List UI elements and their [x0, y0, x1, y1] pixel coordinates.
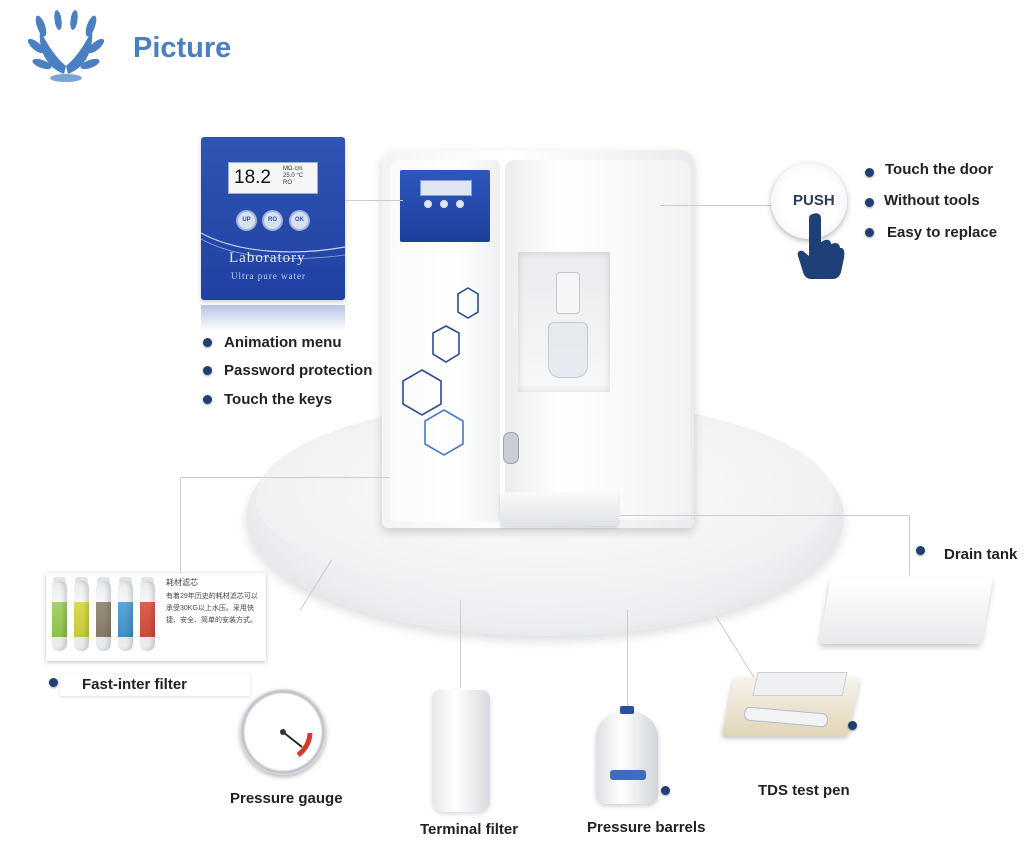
- feature-without-tools: Without tools: [884, 192, 980, 209]
- leader-line: [345, 200, 403, 201]
- panel-tagline: Ultra pure water: [231, 271, 306, 281]
- label-fast-inter-filter: Fast-inter filter: [82, 676, 188, 693]
- panel-button-ro: RO: [262, 210, 283, 231]
- label-pressure-barrels: Pressure barrels: [587, 819, 706, 836]
- leader-line: [660, 205, 772, 206]
- leader-line: [620, 515, 910, 516]
- page-title: Picture: [133, 32, 232, 64]
- pointing-hand-icon: [797, 213, 845, 279]
- label-tds-test-pen: TDS test pen: [758, 782, 850, 799]
- bullet-dot-icon: [203, 395, 212, 404]
- gauge-dial-icon: [280, 729, 313, 758]
- bullet-dot-icon: [203, 366, 212, 375]
- feature-touch-door: Touch the door: [885, 161, 994, 178]
- feature-easy-replace: Easy to replace: [887, 224, 998, 241]
- laurel-wreath-icon: [28, 10, 104, 82]
- tds-pen-box-lid: [752, 672, 848, 696]
- terminal-filter-image: [432, 690, 490, 812]
- lcd-unit-line: MΩ·cm 25.0 °C RO: [283, 166, 304, 186]
- drain-tank-image: [819, 578, 993, 644]
- fast-inter-filter-label-bar: [60, 674, 250, 696]
- panel-button-up: UP: [236, 210, 257, 231]
- filter-cartridge: [74, 581, 89, 651]
- machine-control-screen: [400, 170, 490, 242]
- panel-button-ok: OK: [289, 210, 310, 231]
- bullet-dot-icon: [865, 168, 874, 177]
- drip-tray: [500, 492, 618, 526]
- panel-swoosh-icon: [201, 232, 345, 259]
- barrel-cap: [620, 706, 634, 714]
- bullet-dot-icon: [203, 338, 212, 347]
- barrel-label: [610, 770, 646, 780]
- leader-line: [180, 477, 181, 573]
- bullet-dot-icon: [49, 678, 58, 687]
- feature-touch-keys: Touch the keys: [224, 391, 333, 408]
- filter-cartridge: [140, 581, 155, 651]
- pressure-barrel-image: [596, 712, 658, 804]
- lcd-resistivity-value: 18.2: [234, 167, 271, 188]
- label-pressure-gauge: Pressure gauge: [230, 790, 343, 807]
- filter-cartridge: [52, 581, 67, 651]
- push-label: PUSH: [793, 192, 835, 209]
- bullet-dot-icon: [865, 228, 874, 237]
- bullet-dot-icon: [916, 546, 925, 555]
- filter-cartridge: [96, 581, 111, 651]
- bullet-dot-icon: [848, 721, 857, 730]
- bullet-dot-icon: [661, 786, 670, 795]
- bullet-dot-icon: [865, 198, 874, 207]
- label-drain-tank: Drain tank: [944, 546, 1018, 563]
- filter-cartridge: [118, 581, 133, 651]
- control-panel-reflection: [201, 305, 345, 331]
- label-terminal-filter: Terminal filter: [420, 821, 519, 838]
- filter-note: 耗材滤芯 有着29年历史的耗材滤芯可以承受30KG以上水压。采用快捷、安全、简单…: [166, 578, 258, 624]
- feature-password-protection: Password protection: [224, 362, 373, 379]
- leader-line: [909, 515, 910, 575]
- panel-brand: Laboratory: [229, 250, 306, 266]
- dispensing-alcove: [518, 252, 610, 392]
- leader-line: [715, 616, 755, 678]
- leader-line: [180, 477, 390, 478]
- feature-animation-menu: Animation menu: [224, 334, 342, 351]
- lcd-display: [228, 162, 318, 194]
- leader-line: [460, 600, 461, 688]
- machine-pressure-gauge: [503, 432, 519, 464]
- leader-line: [627, 610, 628, 706]
- hexagon-decoration-icon: [402, 287, 479, 456]
